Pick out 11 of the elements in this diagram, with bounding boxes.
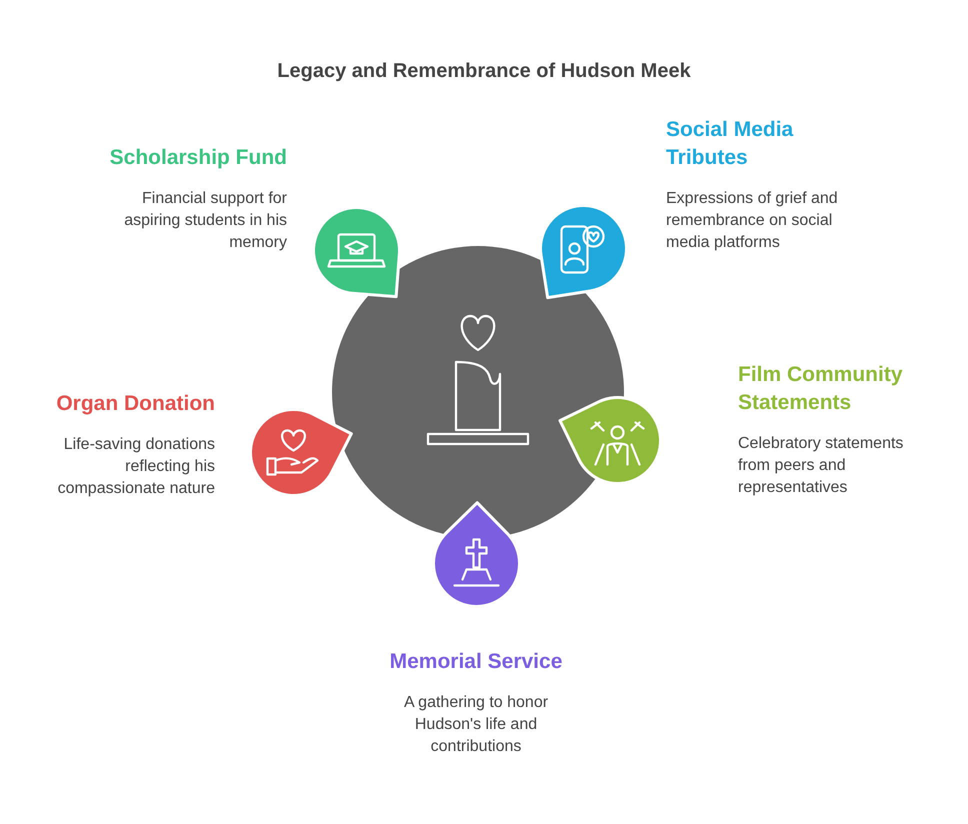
diagram-title: Legacy and Remembrance of Hudson Meek: [276, 60, 692, 83]
item-heading: Organ Donation: [55, 391, 215, 417]
item-description: A gathering to honor Hudson's life and contributions: [402, 693, 550, 757]
item-description: Life-saving donations reflecting his compassionate nature: [56, 435, 215, 499]
item-heading: Scholarship Fund: [108, 145, 287, 171]
item-heading: Memorial Service: [388, 649, 564, 675]
item-heading: Film Community Statements: [738, 362, 904, 416]
item-description: Expressions of grief and remembrance on social media platforms: [666, 189, 839, 253]
item-description: Celebratory statements from peers and representatives: [738, 434, 904, 498]
item-heading: Social Media Tributes: [666, 117, 794, 171]
item-description: Financial support for aspiring students in his memory: [123, 189, 287, 253]
